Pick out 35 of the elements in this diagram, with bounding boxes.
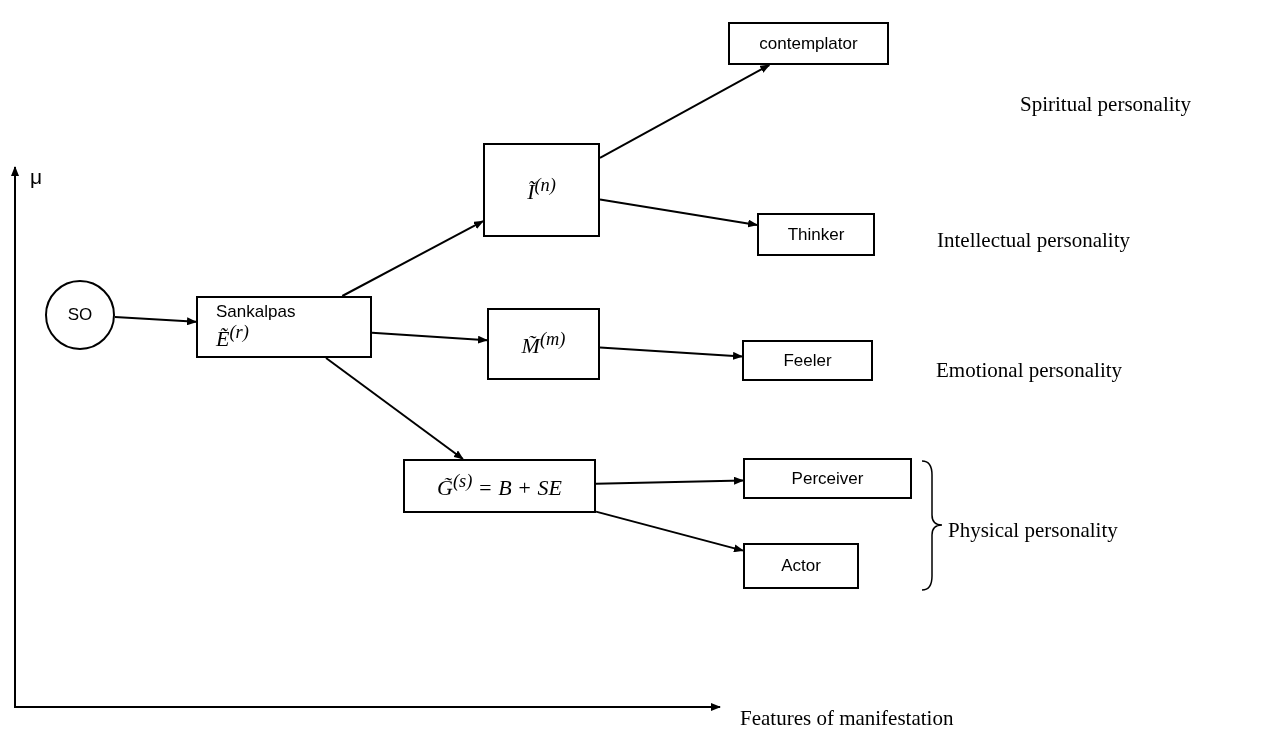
process-box bbox=[403, 459, 596, 513]
arrow bbox=[371, 331, 488, 344]
arrow bbox=[113, 316, 197, 326]
process-box bbox=[757, 213, 875, 256]
box-label: Actor bbox=[781, 556, 821, 576]
personality-label: Intellectual personality bbox=[937, 228, 1130, 253]
box-label: Perceiver bbox=[791, 468, 864, 489]
box-label: Thinker bbox=[787, 224, 845, 245]
box-label: Sankalpas bbox=[216, 301, 296, 322]
math-formula: M̃$^{(m)}$ bbox=[521, 328, 566, 360]
box-label: Feeler bbox=[783, 350, 832, 371]
process-box bbox=[483, 143, 600, 237]
arrow bbox=[599, 346, 743, 360]
math-formula: Ẽ$^{(r)}$ bbox=[216, 321, 249, 353]
personality-label: Spiritual personality bbox=[1020, 92, 1191, 117]
arrow bbox=[599, 64, 771, 159]
process-box bbox=[742, 340, 873, 381]
process-box bbox=[743, 458, 912, 499]
arrow bbox=[325, 357, 464, 460]
math-formula: Ĩ$^{(n)}$ bbox=[527, 174, 556, 206]
process-box bbox=[196, 296, 372, 358]
math-formula: G̃$^{(s)}$ = B + SE bbox=[437, 470, 562, 502]
process-box bbox=[487, 308, 600, 380]
process-box bbox=[728, 22, 889, 65]
arrow bbox=[599, 198, 758, 228]
process-box bbox=[743, 543, 859, 589]
personality-label: Emotional personality bbox=[936, 358, 1123, 383]
personality-label: Physical personality bbox=[948, 518, 1118, 543]
arrow bbox=[341, 220, 484, 297]
axis-label: Features of manifestation bbox=[740, 706, 954, 731]
arrow bbox=[595, 476, 744, 485]
arrow bbox=[595, 510, 744, 553]
box-label: contemplator bbox=[759, 33, 858, 54]
axis-label: μ bbox=[30, 165, 43, 189]
circle-label: SO bbox=[67, 305, 93, 325]
